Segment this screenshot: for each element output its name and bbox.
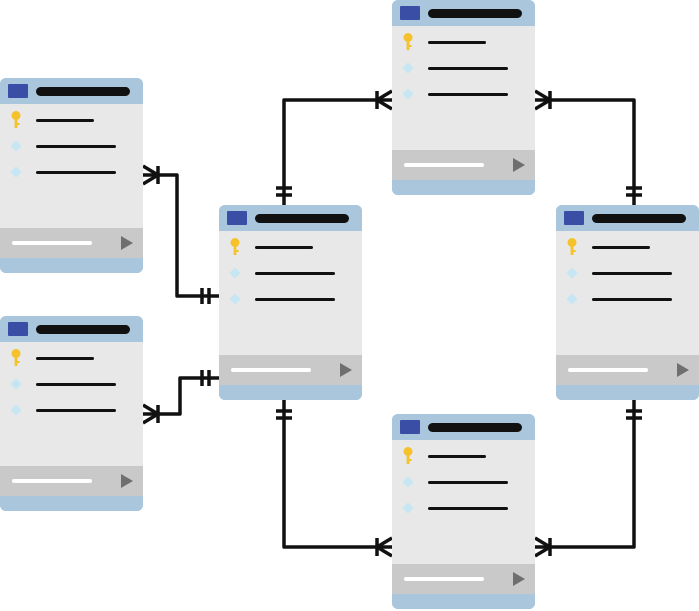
crows-foot-one-or-many [373,89,393,111]
relationship-left-bottom-center [142,370,219,425]
table-title-bar [255,214,349,223]
crows-foot-one-or-many [373,536,393,558]
field-row [219,263,362,283]
table-header [392,0,535,26]
mark-one-and-only-one [276,409,292,420]
crows-foot-one-or-many [142,403,162,425]
table-top[interactable] [392,0,535,195]
key-icon [403,447,413,464]
relationship-right-bottom [534,400,642,558]
mark-one-and-only-one [626,186,642,197]
diamond-icon [10,140,22,152]
crows-foot-one-or-many [534,536,554,558]
diamond-icon [402,88,414,100]
diamond-icon [10,166,22,178]
primary-key-row [0,110,143,130]
key-icon [230,238,240,255]
footer-bar [404,577,484,581]
play-icon[interactable] [677,363,689,377]
relationship-center-bottom [276,400,393,558]
table-icon [227,211,247,225]
play-icon[interactable] [513,572,525,586]
table-footer [0,228,143,258]
diamond-icon [10,378,22,390]
table-right[interactable] [556,205,699,400]
field-row [392,498,535,518]
key-icon [11,111,21,128]
table-title-bar [592,214,686,223]
relationship-right-top [534,89,642,205]
field-row [0,136,143,156]
field-row [392,84,535,104]
table-footer [556,355,699,385]
footer-bar [404,163,484,167]
diamond-icon [402,62,414,74]
table-left-bottom[interactable] [0,316,143,511]
primary-key-row [392,32,535,52]
play-icon[interactable] [340,363,352,377]
field-row [556,289,699,309]
table-icon [564,211,584,225]
key-icon [567,238,577,255]
footer-bar [568,368,648,372]
primary-key-row [219,237,362,257]
mark-one-and-only-one [200,370,211,386]
table-title-bar [428,9,522,18]
field-row [0,374,143,394]
table-icon [8,322,28,336]
table-footer [392,564,535,594]
crows-foot-one-or-many [534,89,554,111]
field-row [0,400,143,420]
diamond-icon [402,476,414,488]
relationship-left-top-center [142,164,219,304]
field-row [392,472,535,492]
table-icon [400,6,420,20]
diamond-icon [566,267,578,279]
primary-key-row [0,348,143,368]
table-icon [400,420,420,434]
table-header [556,205,699,231]
table-bottom[interactable] [392,414,535,611]
table-title-bar [428,423,522,432]
mark-one-and-only-one [276,186,292,197]
field-row [0,162,143,182]
diamond-icon [10,404,22,416]
diamond-icon [229,293,241,305]
primary-key-row [392,446,535,466]
crows-foot-one-or-many [142,164,162,186]
table-header [219,205,362,231]
table-icon [8,84,28,98]
table-center[interactable] [219,205,362,400]
relationship-center-top [276,89,393,205]
diamond-icon [566,293,578,305]
diamond-icon [402,502,414,514]
footer-bar [231,368,311,372]
table-footer [219,355,362,385]
field-row [219,289,362,309]
field-row [392,58,535,78]
table-title-bar [36,87,130,96]
table-header [392,414,535,440]
field-row [556,263,699,283]
play-icon[interactable] [121,474,133,488]
table-left-top[interactable] [0,78,143,273]
play-icon[interactable] [513,158,525,172]
key-icon [11,349,21,366]
footer-bar [12,241,92,245]
table-title-bar [36,325,130,334]
primary-key-row [556,237,699,257]
footer-bar [12,479,92,483]
mark-one-and-only-one [200,288,211,304]
mark-one-and-only-one [626,409,642,420]
table-header [0,316,143,342]
key-icon [403,33,413,50]
table-footer [0,466,143,496]
diamond-icon [229,267,241,279]
play-icon[interactable] [121,236,133,250]
table-header [0,78,143,104]
table-footer [392,150,535,180]
